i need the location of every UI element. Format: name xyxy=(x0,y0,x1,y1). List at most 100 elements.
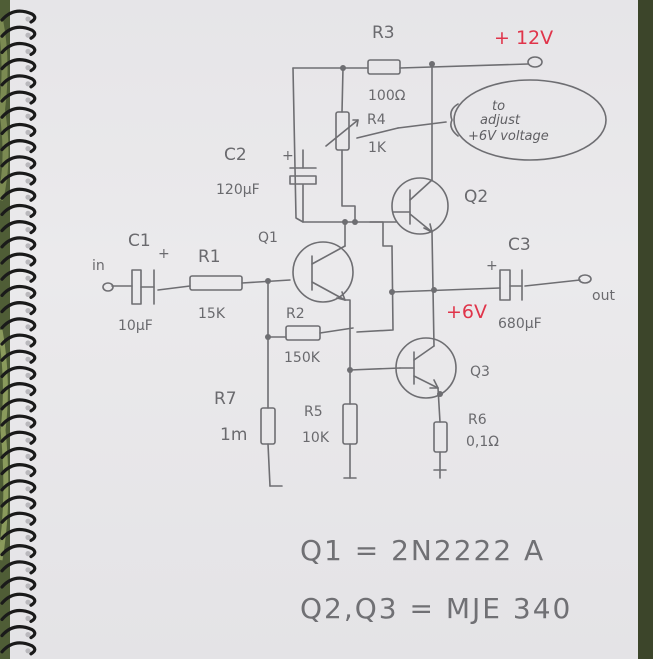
note-line-1: to xyxy=(492,99,505,114)
spiral-coil xyxy=(0,74,37,89)
binding-hole xyxy=(25,259,31,265)
note-line-2: adjust xyxy=(480,113,521,128)
binding-hole xyxy=(25,453,31,459)
spiral-coil xyxy=(0,317,37,332)
wires xyxy=(111,63,581,487)
label-mid-voltage: +6V xyxy=(446,301,487,323)
spiral-binding xyxy=(0,9,37,656)
binding-hole xyxy=(25,356,31,362)
spiral-coil xyxy=(0,463,37,478)
spiral-coil xyxy=(0,625,37,640)
binding-hole xyxy=(25,146,31,152)
spiral-coil xyxy=(0,641,37,656)
binding-hole xyxy=(25,97,31,103)
label-r4: R4 xyxy=(367,112,386,128)
binding-hole xyxy=(25,65,31,71)
binding-hole xyxy=(25,421,31,427)
binding-hole xyxy=(25,227,31,233)
binding-hole xyxy=(25,291,31,297)
binding-hole xyxy=(25,194,31,200)
spiral-coil xyxy=(0,268,37,283)
binding-hole xyxy=(25,16,31,22)
spiral-coil xyxy=(0,560,37,575)
label-c1-value: 10µF xyxy=(118,318,153,334)
spiral-coil xyxy=(0,9,37,24)
transistor-q2 xyxy=(391,177,449,235)
resistor-r6 xyxy=(433,421,448,453)
binding-hole xyxy=(25,81,31,87)
binding-hole xyxy=(25,534,31,541)
binding-hole xyxy=(25,243,31,249)
binding-hole xyxy=(25,210,31,216)
spiral-coil xyxy=(0,349,37,364)
binding-hole xyxy=(25,470,31,476)
resistor-r7 xyxy=(260,407,276,445)
spiral-coil xyxy=(0,479,37,494)
resistor-r2 xyxy=(285,325,321,341)
label-r5: R5 xyxy=(304,404,323,420)
binding-hole xyxy=(25,551,31,557)
resistor-r3 xyxy=(367,59,401,75)
spiral-coil xyxy=(0,301,37,316)
label-c3-value: 680µF xyxy=(498,316,542,332)
label-q3: Q3 xyxy=(470,364,490,380)
binding-hole xyxy=(25,389,31,395)
spiral-coil xyxy=(0,58,37,73)
label-q2: Q2 xyxy=(464,187,488,207)
label-r1: R1 xyxy=(198,247,221,267)
binding-hole xyxy=(25,113,31,119)
binding-hole xyxy=(25,648,31,654)
binding-hole xyxy=(25,437,31,443)
label-input: in xyxy=(92,258,105,274)
binding-hole xyxy=(25,502,31,508)
junction-dots xyxy=(265,61,443,397)
spiral-coil xyxy=(0,446,37,461)
spiral-coil xyxy=(0,430,37,445)
adjust-note-bubble xyxy=(397,79,607,161)
spiral-coil xyxy=(0,236,37,251)
binding-hole xyxy=(25,32,31,38)
label-c2-plus: + xyxy=(282,148,294,164)
binding-hole xyxy=(25,599,31,605)
resistor-r5 xyxy=(342,403,358,445)
spiral-coil xyxy=(0,252,37,267)
binding-hole xyxy=(25,275,31,281)
label-r6-value: 0,1Ω xyxy=(466,434,499,450)
capacitor-c2 xyxy=(289,167,317,185)
parts-list-q2-q3: Q2,Q3 = MJE 340 xyxy=(300,592,572,625)
binding-hole xyxy=(25,178,31,184)
binding-hole xyxy=(25,129,31,135)
parts-list-q1: Q1 = 2N2222 A xyxy=(300,534,545,567)
binding-hole xyxy=(25,518,31,524)
spiral-coil xyxy=(0,106,37,121)
binding-hole xyxy=(25,486,31,492)
label-r2: R2 xyxy=(286,306,305,322)
spiral-coil xyxy=(0,41,37,56)
spiral-coil xyxy=(0,187,37,202)
binding-hole xyxy=(25,615,31,622)
spiral-coil xyxy=(0,171,37,186)
label-c2: C2 xyxy=(224,145,247,165)
label-r7-value: 1m xyxy=(220,425,247,445)
label-supply-voltage: + 12V xyxy=(494,27,553,49)
spiral-coil xyxy=(0,122,37,137)
spiral-coil xyxy=(0,90,37,105)
label-r5-value: 10K xyxy=(302,430,330,446)
spiral-coil xyxy=(0,333,37,348)
binding-hole xyxy=(25,567,31,573)
transistor-q1 xyxy=(292,241,354,303)
spiral-coil xyxy=(0,511,37,526)
binding-hole xyxy=(25,632,31,638)
capacitor-c3 xyxy=(499,269,523,301)
spiral-coil xyxy=(0,544,37,559)
label-r1-value: 15K xyxy=(198,306,226,322)
spiral-coil xyxy=(0,25,37,40)
spiral-coil xyxy=(0,592,37,607)
label-r2-value: 150K xyxy=(284,350,321,366)
spiral-coil xyxy=(0,576,37,591)
spiral-coil xyxy=(0,414,37,429)
notebook-paper xyxy=(10,0,638,659)
binding-hole xyxy=(25,405,31,411)
